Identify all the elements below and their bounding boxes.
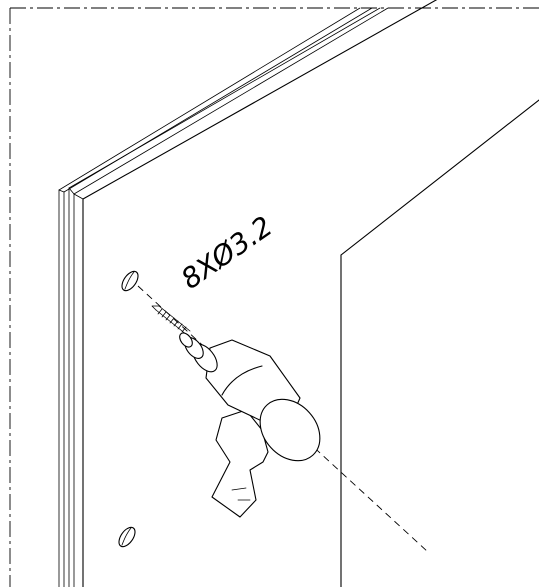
panel-edges [58,0,438,587]
mounting-hole-upper [121,270,139,292]
mounting-hole-lower [118,526,136,548]
power-drill-icon [179,332,321,518]
wall-frame [9,7,539,587]
inner-panel [340,99,539,587]
hole-spec-label: 8XØ3.2 [175,210,278,296]
screw-icon [151,305,191,336]
